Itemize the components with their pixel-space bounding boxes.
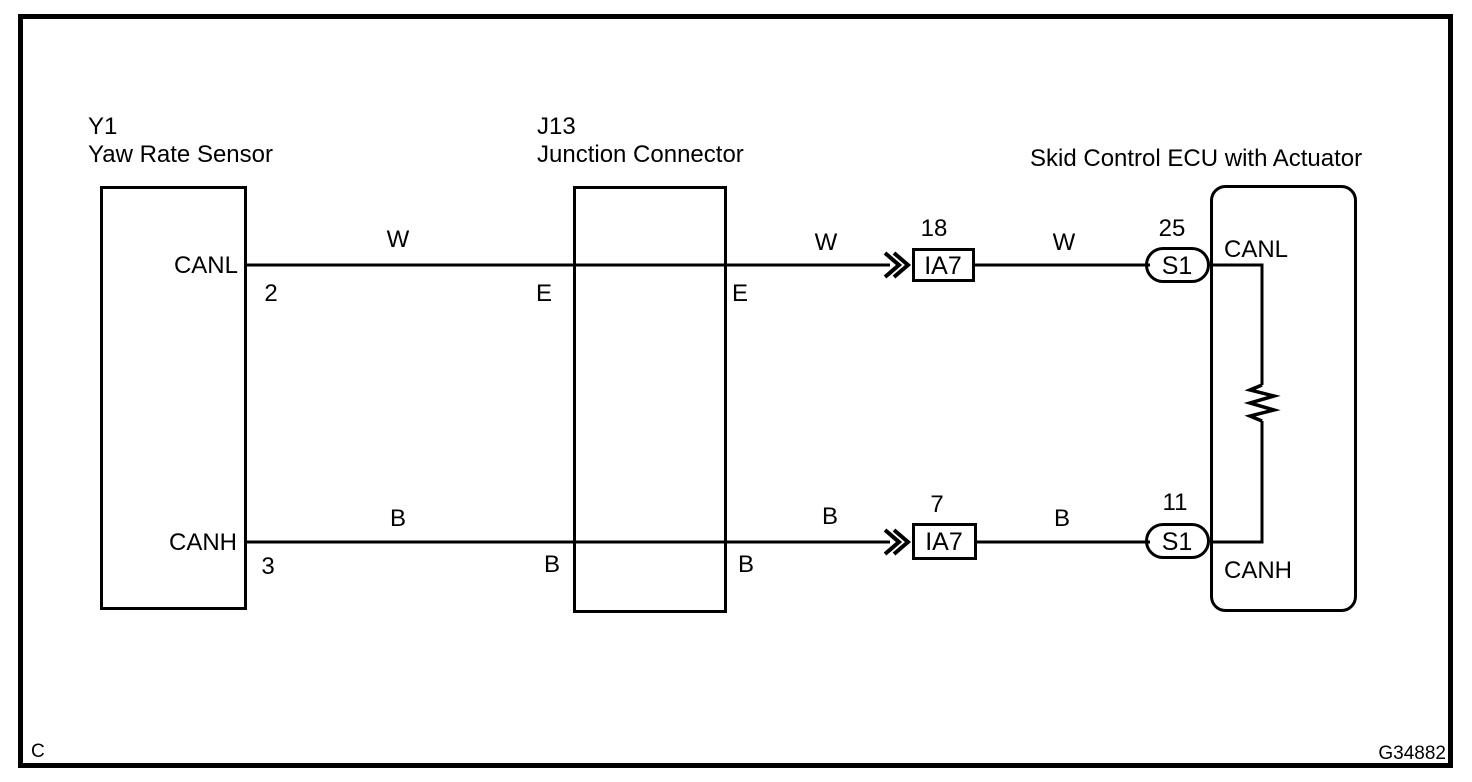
ia7-canh-label: IA7 [925, 528, 963, 556]
s1-canh-label: S1 [1162, 528, 1193, 556]
junction-canl-pin-left: E [536, 280, 552, 307]
junction-connector-box [573, 186, 727, 613]
ia7-connector-canh-box [912, 523, 977, 560]
s1-connector-canl-oval [1145, 247, 1210, 283]
canl-wire-color-3: W [1053, 229, 1076, 256]
ecu-name-label: Skid Control ECU with Actuator [1030, 145, 1362, 172]
sensor-canh-label: CANH [169, 529, 237, 556]
canh-wire-color-3: B [1054, 505, 1070, 532]
skid-control-ecu-box [1210, 185, 1357, 612]
junction-name-label: Junction Connector [537, 141, 744, 168]
junction-canh-pin-right: B [738, 551, 754, 578]
ia7-canl-pin-number: 18 [921, 215, 948, 242]
sensor-canl-label: CANL [174, 252, 238, 279]
sensor-canl-pin-number: 2 [264, 280, 277, 307]
s1-canl-pin-number: 25 [1159, 215, 1186, 242]
s1-connector-canh-oval [1145, 523, 1210, 559]
sensor-code-label: Y1 [88, 113, 117, 140]
diagram-border [18, 14, 1453, 768]
ecu-internal-wire-canh [1211, 421, 1264, 544]
canl-wire-color-1: W [387, 226, 410, 253]
junction-canh-pin-left: B [544, 551, 560, 578]
canl-wire-color-2: W [815, 229, 838, 256]
sensor-name-label: Yaw Rate Sensor [88, 141, 273, 168]
ecu-canh-label: CANH [1224, 557, 1292, 584]
canl-splice-chevron-icon [892, 251, 912, 279]
canl-splice-chevron-icon [883, 251, 903, 279]
ecu-canl-label: CANL [1224, 236, 1288, 263]
sensor-canh-pin-number: 3 [261, 553, 274, 580]
ecu-internal-wire-canl [1211, 263, 1264, 385]
s1-canl-label: S1 [1162, 252, 1193, 280]
canh-splice-chevron-icon [883, 528, 903, 556]
figure-number-label: G34882 [1378, 743, 1446, 764]
ia7-connector-canl-box [912, 248, 975, 282]
canh-wire-color-2: B [822, 503, 838, 530]
canh-splice-chevron-icon [892, 528, 912, 556]
junction-code-label: J13 [537, 113, 576, 140]
ia7-canl-label: IA7 [924, 252, 962, 280]
s1-canh-pin-number: 11 [1163, 489, 1188, 516]
resistor-icon [1243, 383, 1281, 423]
junction-canl-pin-right: E [732, 280, 748, 307]
canh-wire-color-1: B [390, 505, 406, 532]
yaw-rate-sensor-box [100, 186, 247, 610]
page-code-label: C [31, 741, 45, 762]
ia7-canh-pin-number: 7 [930, 491, 943, 518]
